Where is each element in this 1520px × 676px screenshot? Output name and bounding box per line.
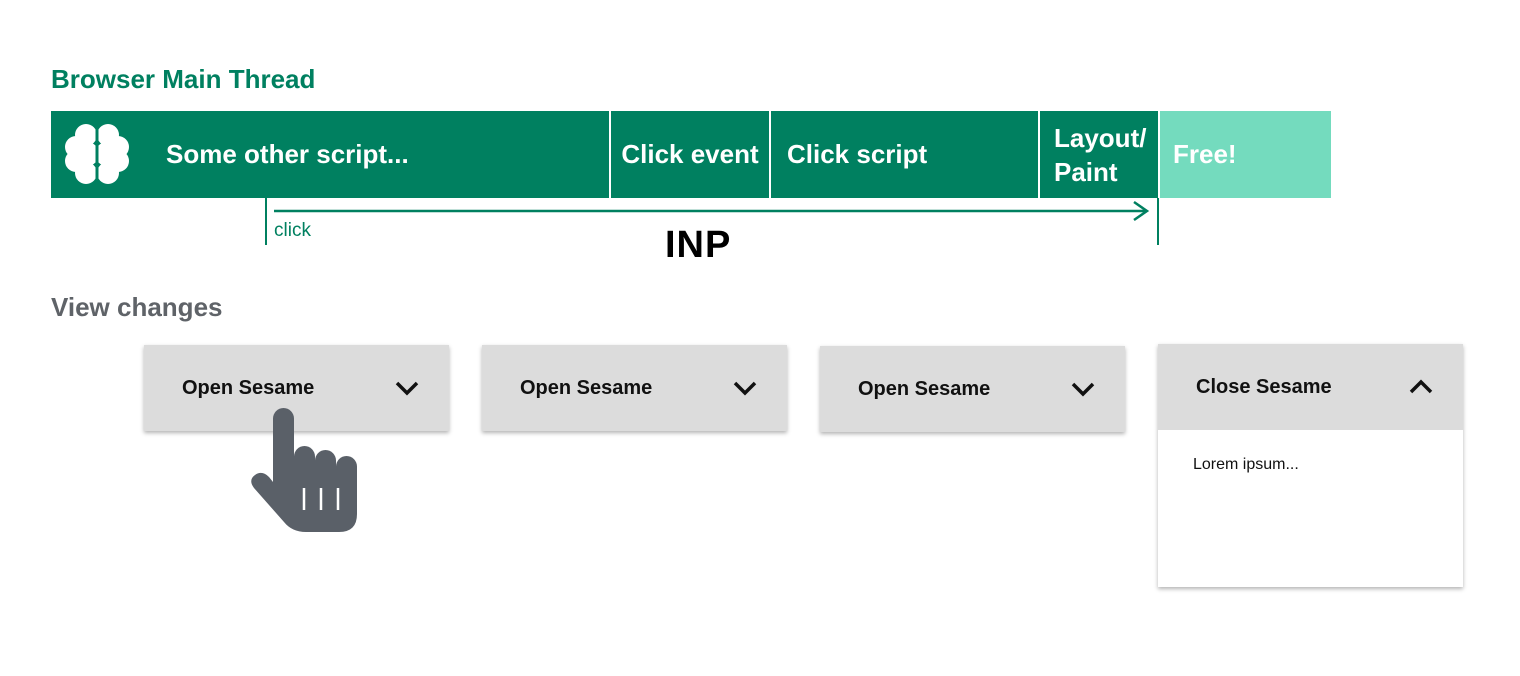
inp-label: INP <box>665 224 732 266</box>
accordion-header[interactable]: Open Sesame <box>482 345 787 431</box>
segment-click-script: Click script <box>771 111 1038 198</box>
accordion-card[interactable]: Open Sesame <box>482 345 787 431</box>
view-changes-title: View changes <box>51 292 223 322</box>
chevron-down-icon <box>733 381 757 396</box>
end-marker <box>1157 198 1159 245</box>
segment-click-event: Click event <box>611 111 769 198</box>
accordion-label: Open Sesame <box>520 376 653 399</box>
chevron-up-icon <box>1409 379 1433 394</box>
accordion-label: Open Sesame <box>182 376 315 399</box>
segment-label: Click script <box>787 139 928 169</box>
hand-pointer-icon <box>251 408 357 532</box>
click-label: click <box>274 220 311 241</box>
segment-label: Some other script... <box>166 139 409 169</box>
click-marker <box>265 198 267 245</box>
segment-layout-paint: Layout/ Paint <box>1040 111 1158 198</box>
segment-other-script: Some other script... <box>51 111 609 198</box>
segment-label: Layout/ Paint <box>1054 122 1147 187</box>
inp-arrow <box>274 200 1150 222</box>
segment-free: Free! <box>1160 111 1331 198</box>
accordion-header[interactable]: Open Sesame <box>144 345 449 431</box>
chevron-down-icon <box>395 381 419 396</box>
chevron-down-icon <box>1071 382 1095 397</box>
segment-label: Free! <box>1173 139 1237 169</box>
accordion-label: Open Sesame <box>858 377 991 400</box>
accordion-header[interactable]: Open Sesame <box>820 346 1125 432</box>
brain-icon <box>65 123 129 185</box>
accordion-card[interactable]: Open Sesame <box>144 345 449 431</box>
segment-label: Click event <box>621 139 759 169</box>
accordion-header[interactable]: Close Sesame <box>1158 344 1463 430</box>
accordion-card-open[interactable]: Close Sesame Lorem ipsum... <box>1158 344 1463 587</box>
thread-title: Browser Main Thread <box>51 64 316 94</box>
accordion-label: Close Sesame <box>1196 375 1332 398</box>
accordion-content: Lorem ipsum... <box>1193 456 1299 473</box>
accordion-card[interactable]: Open Sesame <box>820 346 1125 432</box>
